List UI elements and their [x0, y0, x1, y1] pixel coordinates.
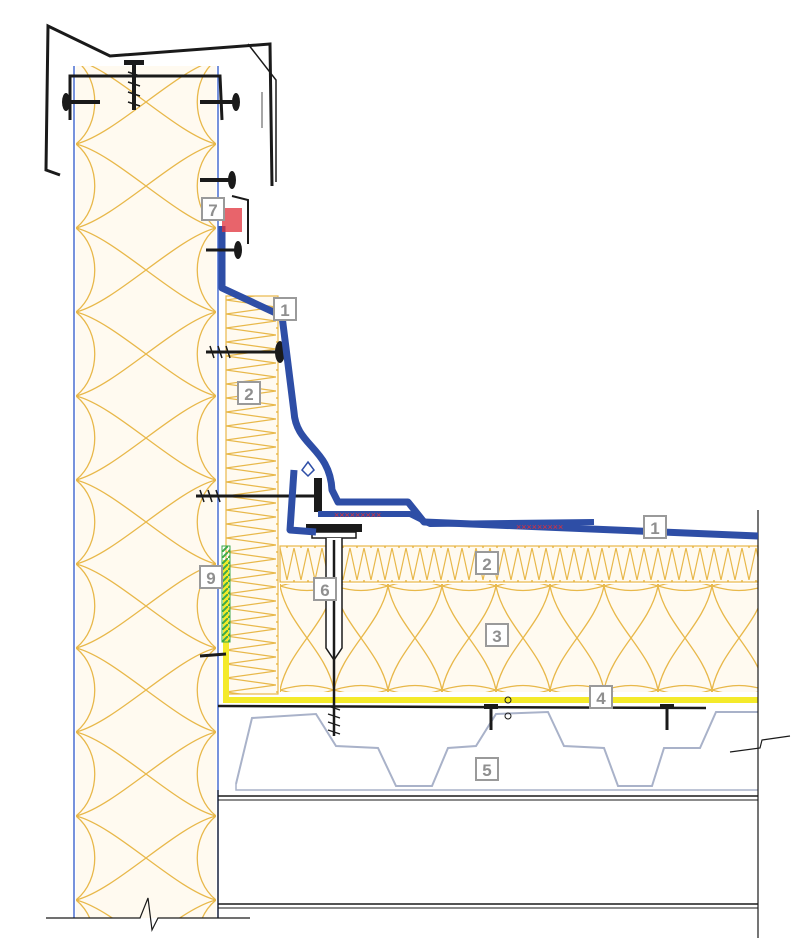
callout-9: 9: [199, 565, 223, 589]
callout-2-upstand: 2: [237, 381, 261, 405]
deck-fasteners: [484, 696, 674, 730]
roof-board-insulation: [279, 545, 759, 583]
svg-text:×××××××××: ×××××××××: [334, 510, 381, 520]
callout-4: 4: [589, 685, 613, 709]
roofing-membrane: ××××××××× ×××××××××: [218, 226, 759, 540]
callout-1-upstand: 1: [273, 297, 297, 321]
svg-text:9: 9: [206, 569, 215, 588]
callout-5: 5: [475, 757, 499, 781]
coping-flashing: [44, 23, 277, 187]
svg-text:6: 6: [320, 581, 329, 600]
callout-7: 7: [201, 197, 225, 221]
adhesive-strip: [221, 545, 231, 643]
svg-text:5: 5: [482, 761, 491, 780]
callout-2-roof: 2: [475, 551, 499, 575]
svg-text:2: 2: [244, 385, 253, 404]
svg-text:1: 1: [650, 519, 659, 538]
termination-detail: [206, 195, 249, 259]
svg-text:2: 2: [482, 555, 491, 574]
wall-break-line: [46, 897, 250, 933]
coping-fasteners: [62, 60, 263, 189]
steel-deck: [217, 510, 791, 938]
callout-3: 3: [485, 623, 509, 647]
wall-insulation: [73, 66, 219, 918]
svg-text:4: 4: [596, 689, 606, 708]
callout-1-roof: 1: [643, 515, 667, 539]
callout-6: 6: [313, 577, 337, 601]
svg-text:7: 7: [208, 201, 217, 220]
svg-text:×××××××××: ×××××××××: [516, 522, 563, 532]
svg-text:1: 1: [280, 301, 289, 320]
svg-text:3: 3: [492, 627, 501, 646]
roof-batt-insulation: [280, 584, 758, 692]
